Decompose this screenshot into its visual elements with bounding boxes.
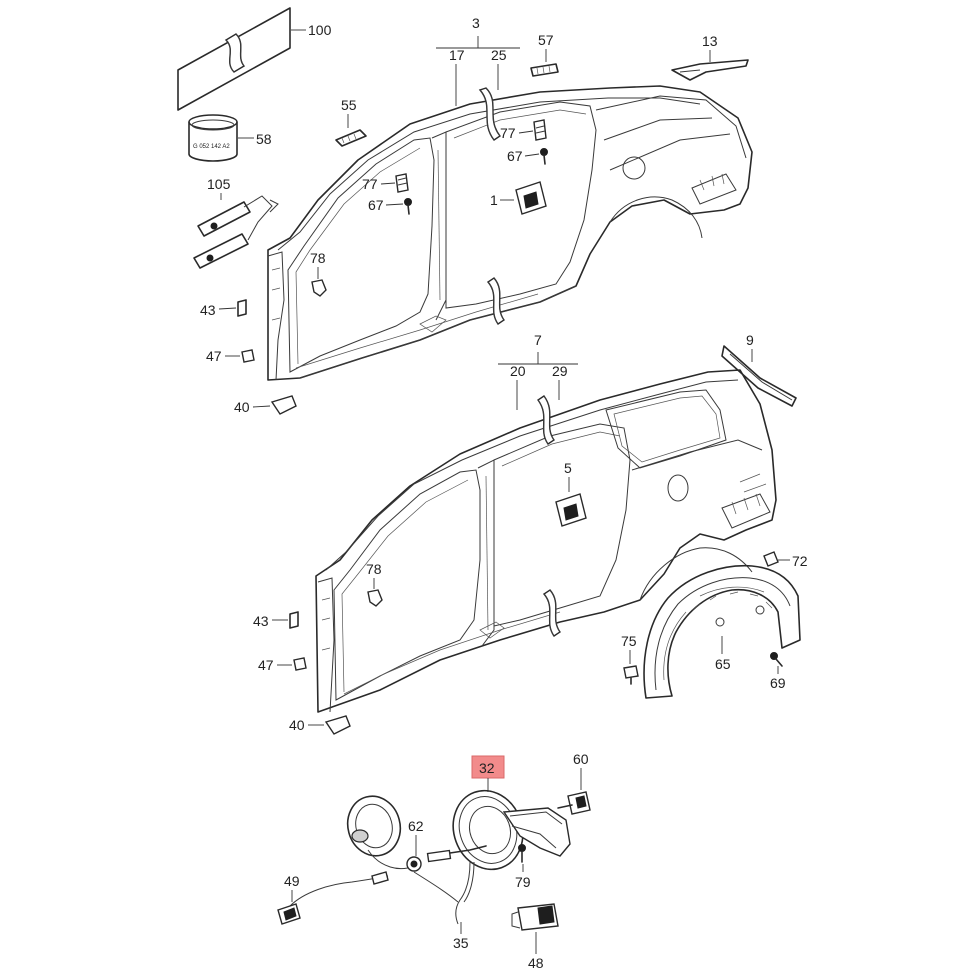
bracket-part-13[interactable] bbox=[671, 59, 749, 81]
tape-roll-part-58[interactable]: G 052 142 A2 bbox=[188, 114, 238, 162]
fuel-filler-housing-part-32[interactable] bbox=[426, 781, 571, 879]
callout-77-left[interactable]: 77 bbox=[362, 176, 378, 192]
connector-part-48[interactable] bbox=[511, 903, 559, 931]
callout-57[interactable]: 57 bbox=[538, 32, 554, 48]
callout-43-upper[interactable]: 43 bbox=[200, 302, 216, 318]
body-side-wagon-part-7[interactable] bbox=[315, 369, 777, 713]
callout-7[interactable]: 7 bbox=[534, 332, 542, 348]
clip-part-72[interactable] bbox=[763, 551, 779, 567]
callout-69[interactable]: 69 bbox=[770, 675, 786, 691]
callout-40-lower[interactable]: 40 bbox=[289, 717, 305, 733]
strip-part-9[interactable] bbox=[721, 345, 797, 407]
actuator-part-60[interactable] bbox=[557, 791, 591, 815]
callout-72[interactable]: 72 bbox=[792, 553, 808, 569]
callout-9[interactable]: 9 bbox=[746, 332, 754, 348]
clip-part-47-upper[interactable] bbox=[241, 349, 255, 363]
callout-47-lower[interactable]: 47 bbox=[258, 657, 274, 673]
clip-part-77-upper-left[interactable] bbox=[395, 173, 409, 193]
callout-55[interactable]: 55 bbox=[341, 97, 357, 113]
callout-100[interactable]: 100 bbox=[308, 22, 332, 38]
wheelhouse-liner-part-65[interactable] bbox=[643, 564, 801, 699]
sheet-part-100[interactable] bbox=[177, 7, 291, 111]
clip-part-75[interactable] bbox=[623, 665, 639, 685]
callout-40-upper[interactable]: 40 bbox=[234, 399, 250, 415]
callout-5[interactable]: 5 bbox=[564, 460, 572, 476]
cartridge-part-105[interactable] bbox=[193, 195, 279, 269]
cable-part-49[interactable] bbox=[277, 871, 389, 925]
screw-part-79[interactable] bbox=[518, 844, 526, 863]
callout-79[interactable]: 79 bbox=[515, 874, 531, 890]
callout-47-upper[interactable]: 47 bbox=[206, 348, 222, 364]
callout-43-lower[interactable]: 43 bbox=[253, 613, 269, 629]
callout-75[interactable]: 75 bbox=[621, 633, 637, 649]
clip-part-47-lower[interactable] bbox=[293, 657, 307, 671]
drain-hose-part-35[interactable] bbox=[413, 861, 475, 925]
callout-3[interactable]: 3 bbox=[472, 15, 480, 31]
callout-77-right[interactable]: 77 bbox=[500, 125, 516, 141]
callout-35[interactable]: 35 bbox=[453, 935, 469, 951]
callout-67-right[interactable]: 67 bbox=[507, 148, 523, 164]
clip-part-43-upper[interactable] bbox=[237, 299, 247, 317]
body-side-sedan-part-3[interactable] bbox=[267, 85, 753, 381]
callout-48[interactable]: 48 bbox=[528, 955, 544, 971]
screw-part-69[interactable] bbox=[770, 652, 783, 667]
bracket-part-5[interactable] bbox=[555, 493, 587, 527]
callout-25[interactable]: 25 bbox=[491, 47, 507, 63]
tube-label: G 052 142 A2 bbox=[193, 144, 230, 150]
clip-part-78-upper[interactable] bbox=[311, 279, 327, 297]
clip-part-40-lower[interactable] bbox=[324, 715, 351, 735]
bracket-part-1[interactable] bbox=[515, 181, 547, 215]
callout-60[interactable]: 60 bbox=[573, 751, 589, 767]
callout-49[interactable]: 49 bbox=[284, 873, 300, 889]
clip-part-43-lower[interactable] bbox=[289, 611, 299, 629]
clip-part-77-upper-right[interactable] bbox=[533, 119, 547, 141]
callout-105[interactable]: 105 bbox=[207, 176, 231, 192]
fuel-cap-part-62[interactable] bbox=[341, 790, 422, 872]
callout-32[interactable]: 32 bbox=[479, 760, 495, 776]
callout-78-lower[interactable]: 78 bbox=[366, 561, 382, 577]
callout-67-left[interactable]: 67 bbox=[368, 197, 384, 213]
callout-58[interactable]: 58 bbox=[256, 131, 272, 147]
callout-78-upper[interactable]: 78 bbox=[310, 250, 326, 266]
clip-part-40-upper[interactable] bbox=[270, 395, 297, 415]
trim-clip-part-55[interactable] bbox=[335, 129, 367, 147]
callout-13[interactable]: 13 bbox=[702, 33, 718, 49]
screw-part-67-upper-right[interactable] bbox=[540, 148, 548, 165]
callout-1[interactable]: 1 bbox=[490, 192, 498, 208]
callout-62[interactable]: 62 bbox=[408, 818, 424, 834]
clip-part-78-lower[interactable] bbox=[367, 589, 383, 607]
trim-clip-part-57[interactable] bbox=[530, 63, 559, 77]
callout-17[interactable]: 17 bbox=[449, 47, 465, 63]
screw-part-67-upper-left[interactable] bbox=[404, 198, 412, 215]
callout-29[interactable]: 29 bbox=[552, 363, 568, 379]
callout-65[interactable]: 65 bbox=[715, 656, 731, 672]
callout-20[interactable]: 20 bbox=[510, 363, 526, 379]
